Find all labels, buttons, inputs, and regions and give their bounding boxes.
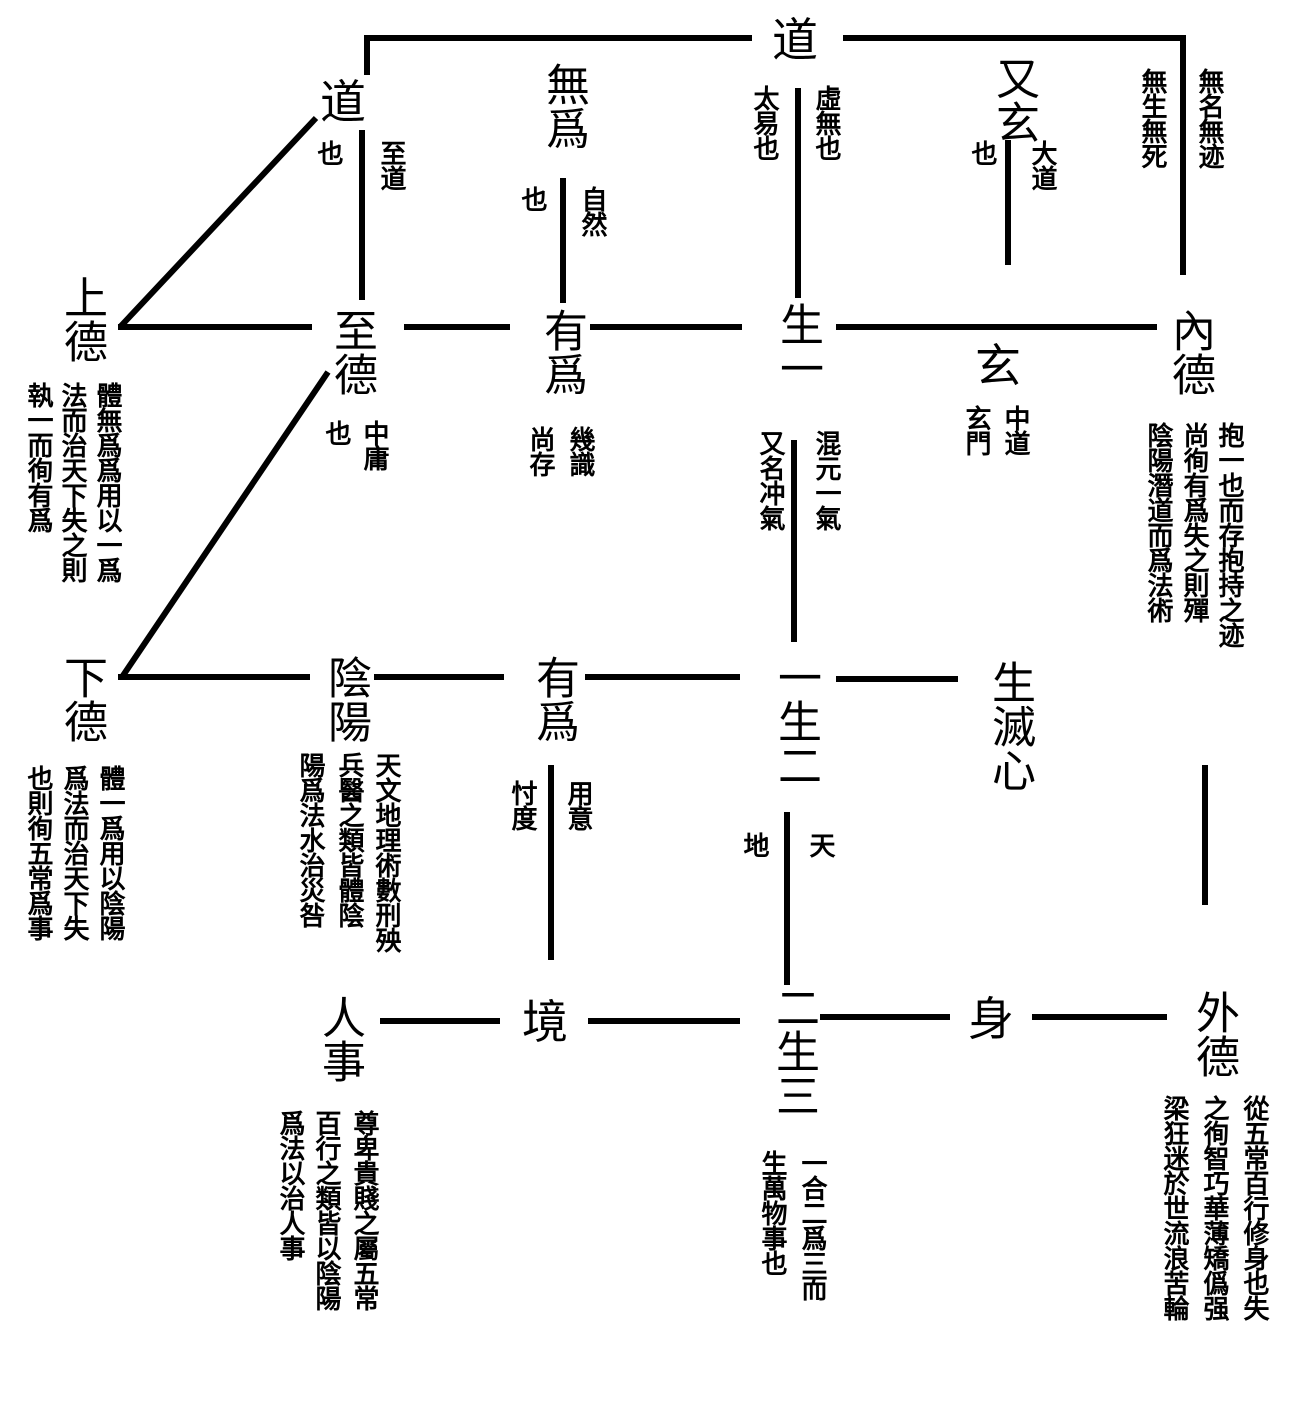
note-yinyang-1: 天文地理術數刑殃 [371,752,401,952]
note-shangcun: 尚存 [525,426,555,476]
note-xiade-2: 爲法而治天下失 [59,765,89,940]
note-shangde-3: 執一而徇有爲 [23,382,53,532]
note-zhongdao: 中道 [1000,405,1030,455]
node-dao-top: 道 [772,13,818,67]
note-ye: 也 [313,140,343,165]
note-ziran: 自然 [577,186,607,236]
node-wuwei: 無爲 [538,62,589,150]
note-yinyang-3: 陽爲法水治災咎 [295,752,325,927]
note-taiyi: 太易也 [749,85,779,160]
note-xuwu: 虛無也 [811,85,841,160]
note-shangde-1: 體無爲爲用以一爲 [92,382,122,582]
node-neide: 內德 [1164,308,1215,396]
note-tian: 天 [805,832,835,857]
note-wusheng: 無生無死 [1137,68,1167,168]
node-yishenger: 一生二 [770,655,821,787]
note-xiade-1: 體一爲用以陰陽 [95,765,125,940]
note-shangde-2: 法而治天下失之則 [57,382,87,582]
note-neide-3: 陰陽潛道而爲法術 [1143,422,1173,622]
node-xiade: 下德 [56,655,107,743]
node-renshi: 人事 [314,995,365,1083]
note-renshi-3: 爲法以治人事 [275,1110,305,1260]
node-youwei-2: 有爲 [528,655,579,743]
note-neide-1: 抱一也而存抱持之迹 [1214,422,1244,647]
note-neide-2: 尚徇有爲失之則殫 [1179,422,1209,622]
node-zhide: 至德 [326,308,377,396]
note-wanwu: 生萬物事也 [757,1150,787,1275]
note-cundu: 忖度 [507,780,537,830]
note-di: 地 [739,832,769,857]
note-zhongyong: 中庸 [359,420,389,470]
node-shen: 身 [968,992,1014,1046]
node-shengyi: 生一 [772,302,823,390]
note-chongqi: 又名冲氣 [755,430,785,530]
node-ershengsan: 二生三 [768,985,819,1117]
node-youxuan: 又玄 [988,56,1039,144]
note-ye: 也 [967,140,997,165]
note-renshi-1: 尊卑貴賤之屬五常 [349,1110,379,1310]
note-wuming: 無名無迹 [1194,68,1224,168]
note-waide-3: 梁狂迷於世流浪苦輪 [1159,1095,1189,1320]
note-xiade-3: 也則徇五常爲事 [23,765,53,940]
node-youwei: 有爲 [536,308,587,396]
note-yinyang-2: 兵醫之類皆體陰 [334,752,364,927]
note-zhidao: 至道 [376,140,406,190]
note-waide-1: 從五常百行修身也失 [1239,1095,1269,1320]
node-yinyang: 陰陽 [320,655,371,743]
note-dadao: 大道 [1027,140,1057,190]
note-xuanmen: 玄門 [961,405,991,455]
connector [117,115,319,330]
note-hunyuan: 混元一氣 [811,430,841,530]
note-renshi-2: 百行之類皆以陰陽 [311,1110,341,1310]
connector [119,370,331,679]
node-dao: 道 [320,75,366,129]
node-waide: 外德 [1188,990,1239,1078]
note-yongyi: 用意 [563,780,593,830]
node-xuan: 玄 [975,339,1021,393]
note-ye: 也 [321,420,351,445]
note-waide-2: 之徇智巧華薄矯僞强 [1199,1095,1229,1320]
node-jing: 境 [522,995,568,1049]
note-ye: 也 [517,186,547,211]
connector [364,35,752,75]
note-jishi: 幾識 [565,426,595,476]
node-shengmiexin: 生滅心 [984,660,1035,792]
node-shangde: 上德 [56,275,107,363]
note-yihe: 一合二爲三而 [797,1150,827,1300]
connector [843,35,1186,275]
